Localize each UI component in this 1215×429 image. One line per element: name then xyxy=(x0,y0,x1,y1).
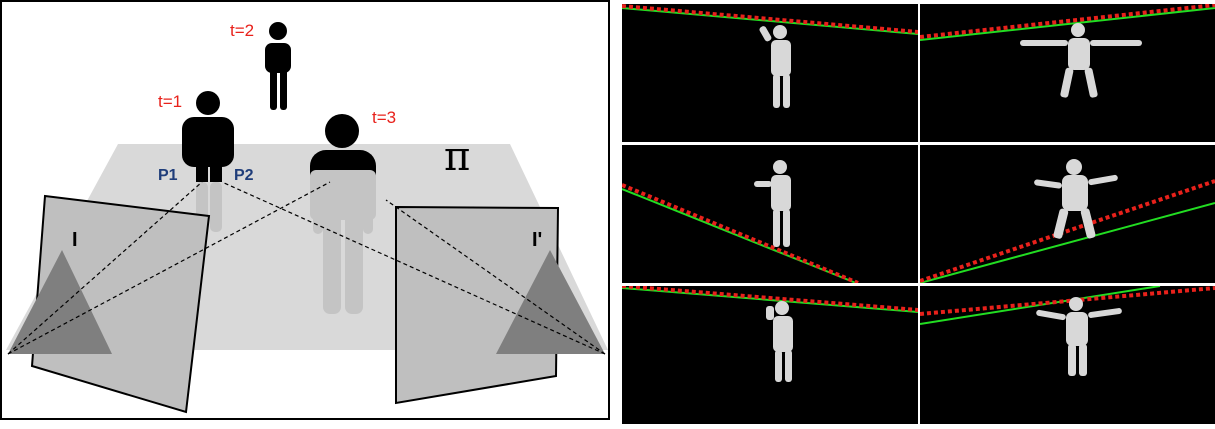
image-label-right: I' xyxy=(532,229,542,251)
estimated-line xyxy=(622,286,918,312)
panel-2-scene xyxy=(920,4,1215,98)
plane-label: π xyxy=(444,134,470,180)
person-silhouette xyxy=(759,25,791,108)
camera-left xyxy=(8,250,112,354)
result-panel-6 xyxy=(920,286,1215,424)
estimated-line xyxy=(622,4,918,34)
result-panel-5 xyxy=(622,286,918,424)
time-label-t3: t=3 xyxy=(372,108,396,127)
estimated-line xyxy=(920,4,1215,39)
person-silhouette xyxy=(1034,159,1118,239)
panel-6-scene xyxy=(920,286,1215,376)
point-label-p1: P1 xyxy=(158,167,178,184)
image-label-left: I xyxy=(72,229,78,251)
camera-right xyxy=(496,250,605,354)
person-silhouette xyxy=(1020,23,1142,98)
panel-1-scene xyxy=(622,4,918,108)
result-panel-2 xyxy=(920,4,1215,142)
estimated-line xyxy=(920,286,1215,316)
person-silhouette xyxy=(754,160,791,247)
reference-line xyxy=(622,188,857,283)
person-t1 xyxy=(182,91,234,232)
result-panel-4 xyxy=(920,145,1215,283)
person-t3 xyxy=(310,114,376,314)
result-panel-1 xyxy=(622,4,918,142)
person-silhouette xyxy=(1036,297,1122,376)
panel-5-scene xyxy=(622,286,918,382)
projection-rays xyxy=(7,181,606,355)
estimated-line xyxy=(920,179,1215,283)
time-label-t2: t=2 xyxy=(230,21,254,40)
reference-line xyxy=(920,202,1215,283)
result-panel-3 xyxy=(622,145,918,283)
result-panels xyxy=(620,0,1215,424)
point-label-p2: P2 xyxy=(234,167,254,184)
panel-4-scene xyxy=(920,159,1215,283)
reference-line xyxy=(920,7,1215,41)
time-label-t1: t=1 xyxy=(158,92,182,111)
person-silhouette xyxy=(766,301,793,382)
person-t2 xyxy=(265,22,291,110)
estimated-line xyxy=(622,183,859,283)
panel-3-scene xyxy=(622,160,859,283)
scene-diagram: π t=2 t=1 P1 P2 t=3 I I' xyxy=(0,0,610,420)
